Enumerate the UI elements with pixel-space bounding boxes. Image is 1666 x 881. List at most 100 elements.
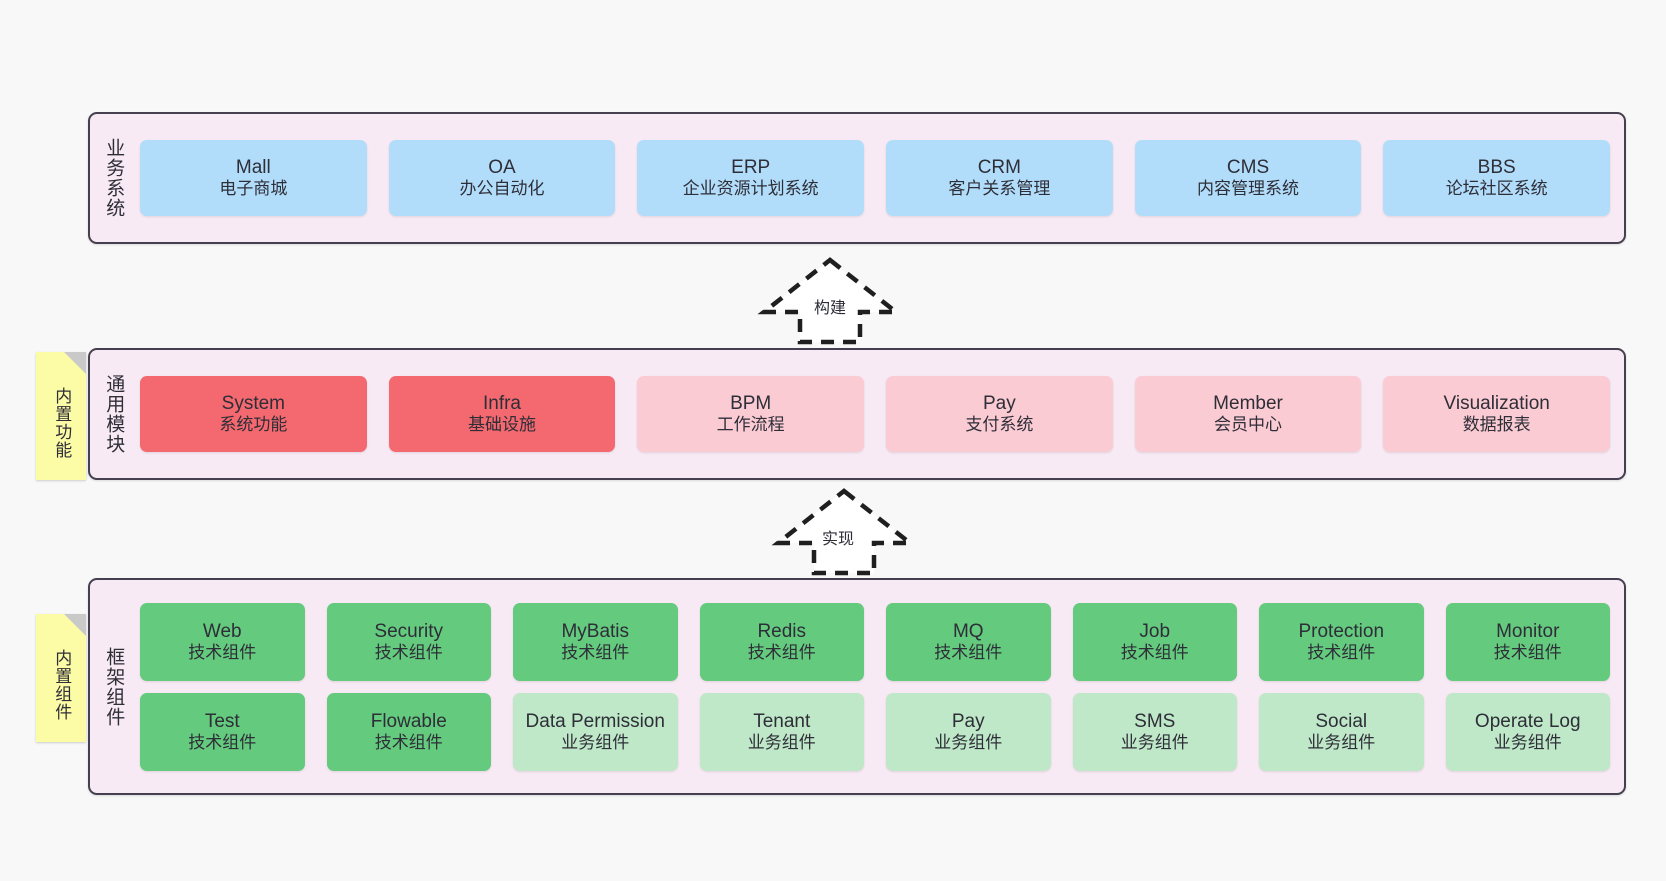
box-title: CMS (1226, 157, 1270, 179)
build-arrow-label: 构建 (814, 300, 847, 317)
framework-tech-row: Web 技术组件 Security 技术组件 MyBatis 技术组件 Redi… (140, 602, 1610, 681)
box-title: Web (202, 620, 242, 642)
box-subtitle: 技术组件 (934, 642, 1003, 662)
framework-box-operate-log[interactable]: Operate Log 业务组件 (1445, 692, 1610, 771)
box-title: Monitor (1496, 620, 1560, 642)
framework-box-security[interactable]: Security 技术组件 (326, 602, 491, 681)
box-subtitle: 论坛社区系统 (1445, 179, 1548, 199)
box-subtitle: 业务组件 (1493, 732, 1562, 752)
framework-box-monitor[interactable]: Monitor 技术组件 (1445, 602, 1610, 681)
box-subtitle: 支付系统 (965, 415, 1034, 435)
framework-box-test[interactable]: Test 技术组件 (140, 692, 305, 771)
box-subtitle: 技术组件 (561, 642, 630, 662)
framework-layer-rows: Web 技术组件 Security 技术组件 MyBatis 技术组件 Redi… (136, 580, 1624, 793)
box-title: Infra (482, 393, 522, 415)
box-title: Test (204, 710, 240, 732)
common-box-infra[interactable]: Infra 基础设施 (388, 376, 616, 452)
builtin-component-note-label: 内置组件 (52, 649, 72, 721)
builtin-function-note-label: 内置功能 (52, 387, 72, 459)
box-subtitle: 技术组件 (1493, 642, 1562, 662)
box-title: Member (1213, 393, 1283, 415)
box-title: Job (1139, 620, 1171, 642)
common-layer-row: System 系统功能 Infra 基础设施 BPM 工作流程 Pay 支付系统… (140, 376, 1611, 452)
box-subtitle: 技术组件 (747, 642, 816, 662)
box-subtitle: 业务组件 (561, 732, 630, 752)
implement-arrow-label: 实现 (822, 531, 855, 548)
box-subtitle: 工作流程 (716, 415, 785, 435)
implement-arrow-icon (771, 488, 917, 576)
box-title: Social (1315, 710, 1368, 732)
framework-box-sms[interactable]: SMS 业务组件 (1072, 692, 1237, 771)
framework-box-pay[interactable]: Pay 业务组件 (886, 692, 1051, 771)
build-arrow-icon (757, 257, 903, 345)
framework-box-data-permission[interactable]: Data Permission 业务组件 (513, 692, 678, 771)
box-subtitle: 技术组件 (188, 732, 257, 752)
common-box-member[interactable]: Member 会员中心 (1134, 376, 1362, 452)
business-box-erp[interactable]: ERP 企业资源计划系统 (637, 140, 865, 216)
framework-box-protection[interactable]: Protection 技术组件 (1259, 602, 1424, 681)
box-subtitle: 业务组件 (1120, 732, 1189, 752)
box-subtitle: 办公自动化 (459, 179, 545, 199)
framework-box-social[interactable]: Social 业务组件 (1259, 692, 1424, 771)
business-box-crm[interactable]: CRM 客户关系管理 (886, 140, 1113, 216)
framework-layer-panel: 框架组件 Web 技术组件 Security 技术组件 MyBatis 技术组件… (88, 578, 1626, 795)
box-subtitle: 基础设施 (468, 415, 536, 435)
box-title: BPM (730, 393, 772, 415)
framework-box-redis[interactable]: Redis 技术组件 (699, 602, 864, 681)
box-subtitle: 系统功能 (219, 415, 288, 435)
framework-layer-label: 框架组件 (103, 646, 125, 727)
box-subtitle: 技术组件 (188, 642, 257, 662)
common-layer-label: 通用模块 (103, 374, 125, 454)
box-subtitle: 内容管理系统 (1197, 179, 1300, 199)
box-subtitle: 业务组件 (1307, 732, 1376, 752)
common-layer-panel: 通用模块 System 系统功能 Infra 基础设施 BPM 工作流程 Pay… (88, 348, 1626, 480)
box-subtitle: 技术组件 (374, 732, 443, 752)
business-layer-row: Mall 电子商城 OA 办公自动化 ERP 企业资源计划系统 CRM 客户关系… (140, 140, 1611, 216)
box-title: Flowable (370, 710, 447, 732)
box-subtitle: 技术组件 (1307, 642, 1376, 662)
framework-biz-row: Test 技术组件 Flowable 技术组件 Data Permission … (140, 692, 1610, 771)
box-title: Tenant (753, 710, 811, 732)
note-fold-icon (64, 614, 86, 636)
box-title: Redis (757, 620, 807, 642)
business-layer-label: 业务系统 (103, 138, 125, 218)
common-box-bpm[interactable]: BPM 工作流程 (637, 376, 865, 452)
box-title: CRM (977, 157, 1021, 179)
box-subtitle: 业务组件 (747, 732, 816, 752)
common-layer-rows: System 系统功能 Infra 基础设施 BPM 工作流程 Pay 支付系统… (136, 350, 1624, 478)
box-title: BBS (1477, 157, 1516, 179)
box-subtitle: 技术组件 (374, 642, 443, 662)
business-box-mall[interactable]: Mall 电子商城 (140, 140, 367, 216)
business-box-cms[interactable]: CMS 内容管理系统 (1134, 140, 1362, 216)
business-layer-rows: Mall 电子商城 OA 办公自动化 ERP 企业资源计划系统 CRM 客户关系… (136, 114, 1624, 242)
framework-box-job[interactable]: Job 技术组件 (1072, 602, 1237, 681)
business-box-oa[interactable]: OA 办公自动化 (388, 140, 616, 216)
business-box-bbs[interactable]: BBS 论坛社区系统 (1383, 140, 1611, 216)
box-title: MyBatis (561, 620, 630, 642)
builtin-function-note: 内置功能 (36, 352, 86, 480)
common-box-pay[interactable]: Pay 支付系统 (886, 376, 1113, 452)
box-title: Mall (235, 157, 271, 179)
box-title: Data Permission (525, 710, 665, 732)
common-box-system[interactable]: System 系统功能 (140, 376, 367, 452)
box-title: ERP (731, 157, 771, 179)
box-subtitle: 电子商城 (219, 179, 288, 199)
box-subtitle: 数据报表 (1462, 415, 1531, 435)
framework-box-web[interactable]: Web 技术组件 (140, 602, 305, 681)
box-title: SMS (1134, 710, 1176, 732)
box-subtitle: 会员中心 (1214, 415, 1283, 435)
box-title: Operate Log (1474, 710, 1581, 732)
box-title: Security (374, 620, 444, 642)
box-subtitle: 技术组件 (1120, 642, 1189, 662)
box-title: Pay (951, 710, 985, 732)
box-title: Pay (982, 393, 1016, 415)
framework-box-flowable[interactable]: Flowable 技术组件 (326, 692, 491, 771)
note-fold-icon (64, 352, 86, 374)
framework-box-mybatis[interactable]: MyBatis 技术组件 (513, 602, 678, 681)
common-box-visualization[interactable]: Visualization 数据报表 (1383, 376, 1611, 452)
framework-box-mq[interactable]: MQ 技术组件 (886, 602, 1051, 681)
framework-box-tenant[interactable]: Tenant 业务组件 (699, 692, 864, 771)
builtin-component-note: 内置组件 (36, 614, 86, 742)
business-layer-panel: 业务系统 Mall 电子商城 OA 办公自动化 ERP 企业资源计划系统 CRM… (88, 112, 1626, 244)
